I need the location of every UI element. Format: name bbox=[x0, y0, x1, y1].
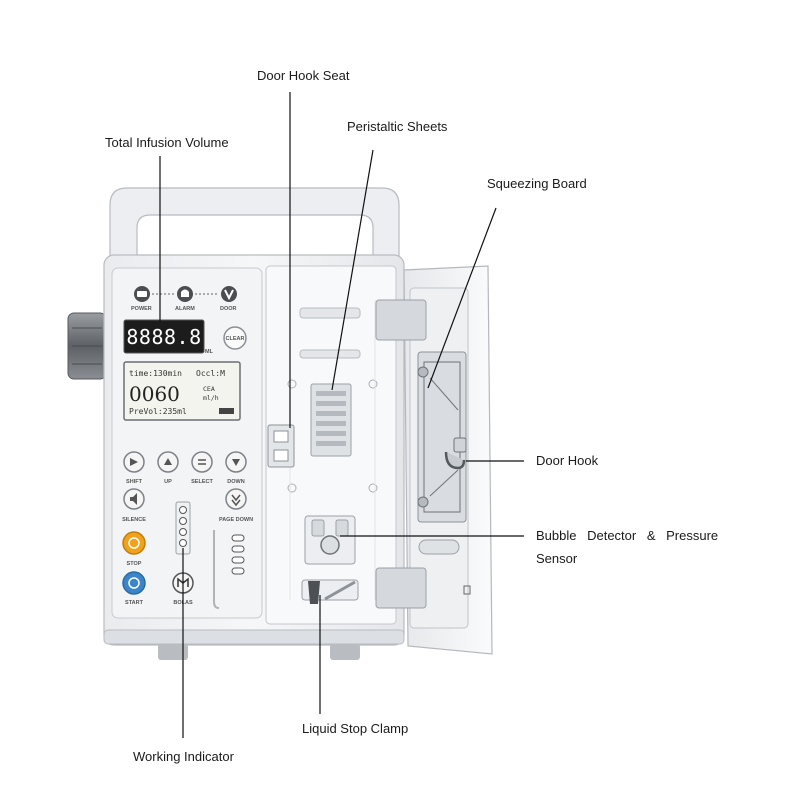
leader-peristaltic-sheets bbox=[331, 149, 374, 391]
side-knob[interactable] bbox=[67, 312, 107, 380]
battery-icon bbox=[219, 408, 234, 414]
svg-text:DOWN: DOWN bbox=[227, 479, 244, 485]
label-working-indicator: Working Indicator bbox=[133, 749, 234, 764]
door-hook-seat bbox=[267, 424, 295, 468]
keypad-row-1: SHIFT UP SELECT DOWN bbox=[123, 451, 247, 485]
label-bubble-detector-line2: Sensor bbox=[536, 551, 578, 566]
lcd-screen: time:130min Occl:M 0060 CEA ml/h PreVol:… bbox=[123, 361, 241, 421]
start-button[interactable]: START bbox=[122, 571, 146, 606]
lcd-unit-top: CEA bbox=[203, 385, 215, 393]
label-door-hook: Door Hook bbox=[536, 453, 599, 468]
label-bubble-detector-line1: Bubble Detector & Pressure bbox=[536, 528, 719, 543]
page-down-button[interactable]: PAGE DOWN bbox=[219, 488, 253, 523]
door-hook[interactable] bbox=[444, 437, 467, 470]
label-total-infusion-volume: Total Infusion Volume bbox=[105, 135, 229, 150]
lcd-prevol: PreVol:235ml bbox=[129, 407, 187, 416]
label-squeezing-board: Squeezing Board bbox=[487, 176, 587, 191]
lcd-rate: 0060 bbox=[129, 382, 180, 406]
svg-text:CLEAR: CLEAR bbox=[226, 336, 245, 342]
door-label: DOOR bbox=[220, 306, 237, 312]
bubble-detector-sensor bbox=[304, 515, 356, 565]
lcd-occlusion: Occl:M bbox=[196, 369, 225, 378]
up-button[interactable]: UP bbox=[157, 451, 179, 485]
status-indicators: POWER ALARM DOOR bbox=[131, 286, 237, 312]
svg-text:STOP: STOP bbox=[127, 561, 142, 567]
liquid-stop-clamp[interactable] bbox=[301, 579, 359, 604]
svg-text:SELECT: SELECT bbox=[191, 479, 213, 485]
label-liquid-stop-clamp: Liquid Stop Clamp bbox=[302, 721, 409, 736]
total-volume-led-display: 8888.8 ML bbox=[123, 319, 214, 355]
label-door-hook-seat: Door Hook Seat bbox=[257, 68, 350, 83]
power-label: POWER bbox=[131, 306, 152, 312]
working-indicator-lights bbox=[175, 501, 220, 609]
silence-button[interactable]: SILENCE bbox=[122, 488, 146, 523]
label-peristaltic-sheets: Peristaltic Sheets bbox=[347, 119, 448, 134]
led-value: 8888.8 bbox=[126, 325, 201, 349]
alarm-label: ALARM bbox=[175, 306, 195, 312]
lcd-time: time:130min bbox=[129, 369, 182, 378]
clear-button[interactable]: CLEAR bbox=[223, 326, 247, 350]
shift-button[interactable]: SHIFT bbox=[123, 451, 145, 485]
led-unit: ML bbox=[205, 349, 214, 355]
squeezing-board bbox=[417, 351, 467, 523]
svg-text:PAGE DOWN: PAGE DOWN bbox=[219, 517, 253, 523]
control-panel bbox=[111, 267, 263, 619]
label-bubble-detector: Bubble Detector & Pressure Sensor bbox=[536, 527, 764, 567]
down-button[interactable]: DOWN bbox=[225, 451, 247, 485]
svg-text:START: START bbox=[125, 600, 144, 606]
svg-text:SHIFT: SHIFT bbox=[126, 479, 143, 485]
leader-lines bbox=[159, 92, 524, 738]
stop-button[interactable]: STOP bbox=[122, 531, 146, 567]
svg-text:SILENCE: SILENCE bbox=[122, 517, 146, 523]
leader-squeezing-board bbox=[427, 207, 497, 389]
battery-level-leds bbox=[231, 534, 245, 575]
keypad-row-2: SILENCE PAGE DOWN bbox=[122, 488, 253, 523]
peristaltic-sheets bbox=[310, 383, 352, 457]
select-button[interactable]: SELECT bbox=[191, 451, 213, 485]
lcd-unit-bottom: ml/h bbox=[203, 394, 219, 402]
svg-text:UP: UP bbox=[164, 479, 172, 485]
